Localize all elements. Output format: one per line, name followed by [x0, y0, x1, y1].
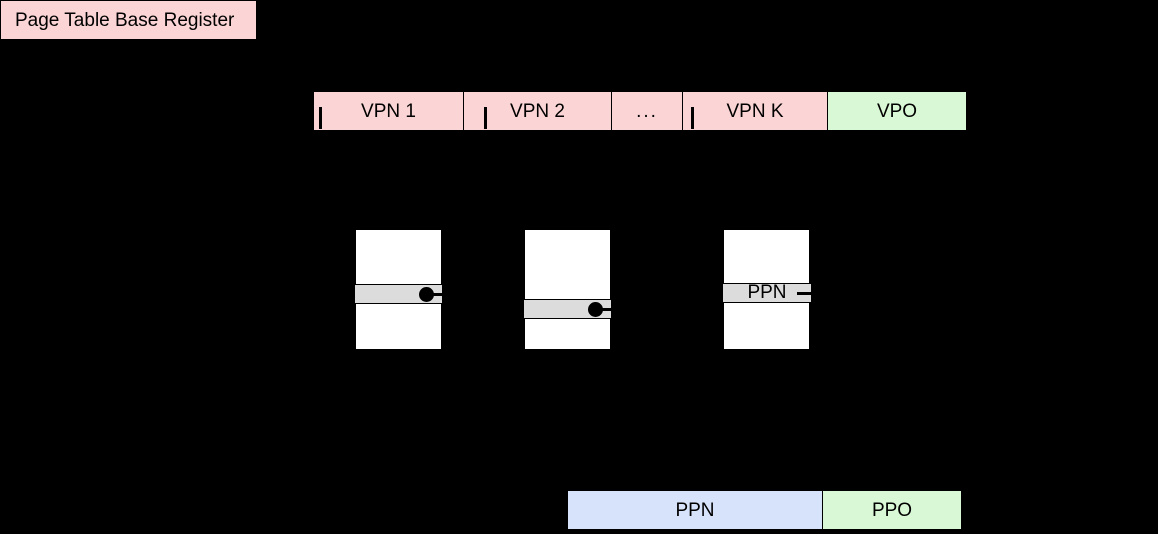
vpn1-index-tick-icon [319, 107, 322, 129]
page-table-level-2-pointer-dot-icon [588, 302, 603, 317]
page-table-base-register: Page Table Base Register [0, 0, 257, 40]
virtual-address-field-vpn1: VPN 1 [313, 91, 464, 131]
page-table-level-1-pointer-dot-icon [419, 287, 434, 302]
vpnk-index-tick-icon [691, 107, 694, 129]
page-table-level-k-pointer-line [797, 292, 811, 295]
page-table-level-k-entry: PPN [723, 282, 811, 303]
vpn2-index-tick-icon [484, 107, 487, 129]
page-table-level-2 [524, 229, 611, 350]
page-table-level-1-pointer-line [432, 293, 443, 296]
virtual-address-field-vpnk: VPN K [682, 91, 828, 131]
physical-address-field-ppn: PPN [567, 490, 823, 530]
physical-address-field-ppo: PPO [822, 490, 962, 530]
page-table-level-2-pointer-line [601, 308, 612, 311]
virtual-address-field-vpo: VPO [827, 91, 967, 131]
virtual-address-field-vpn2: VPN 2 [463, 91, 612, 131]
virtual-address-field-ellipsis: ... [611, 91, 683, 131]
